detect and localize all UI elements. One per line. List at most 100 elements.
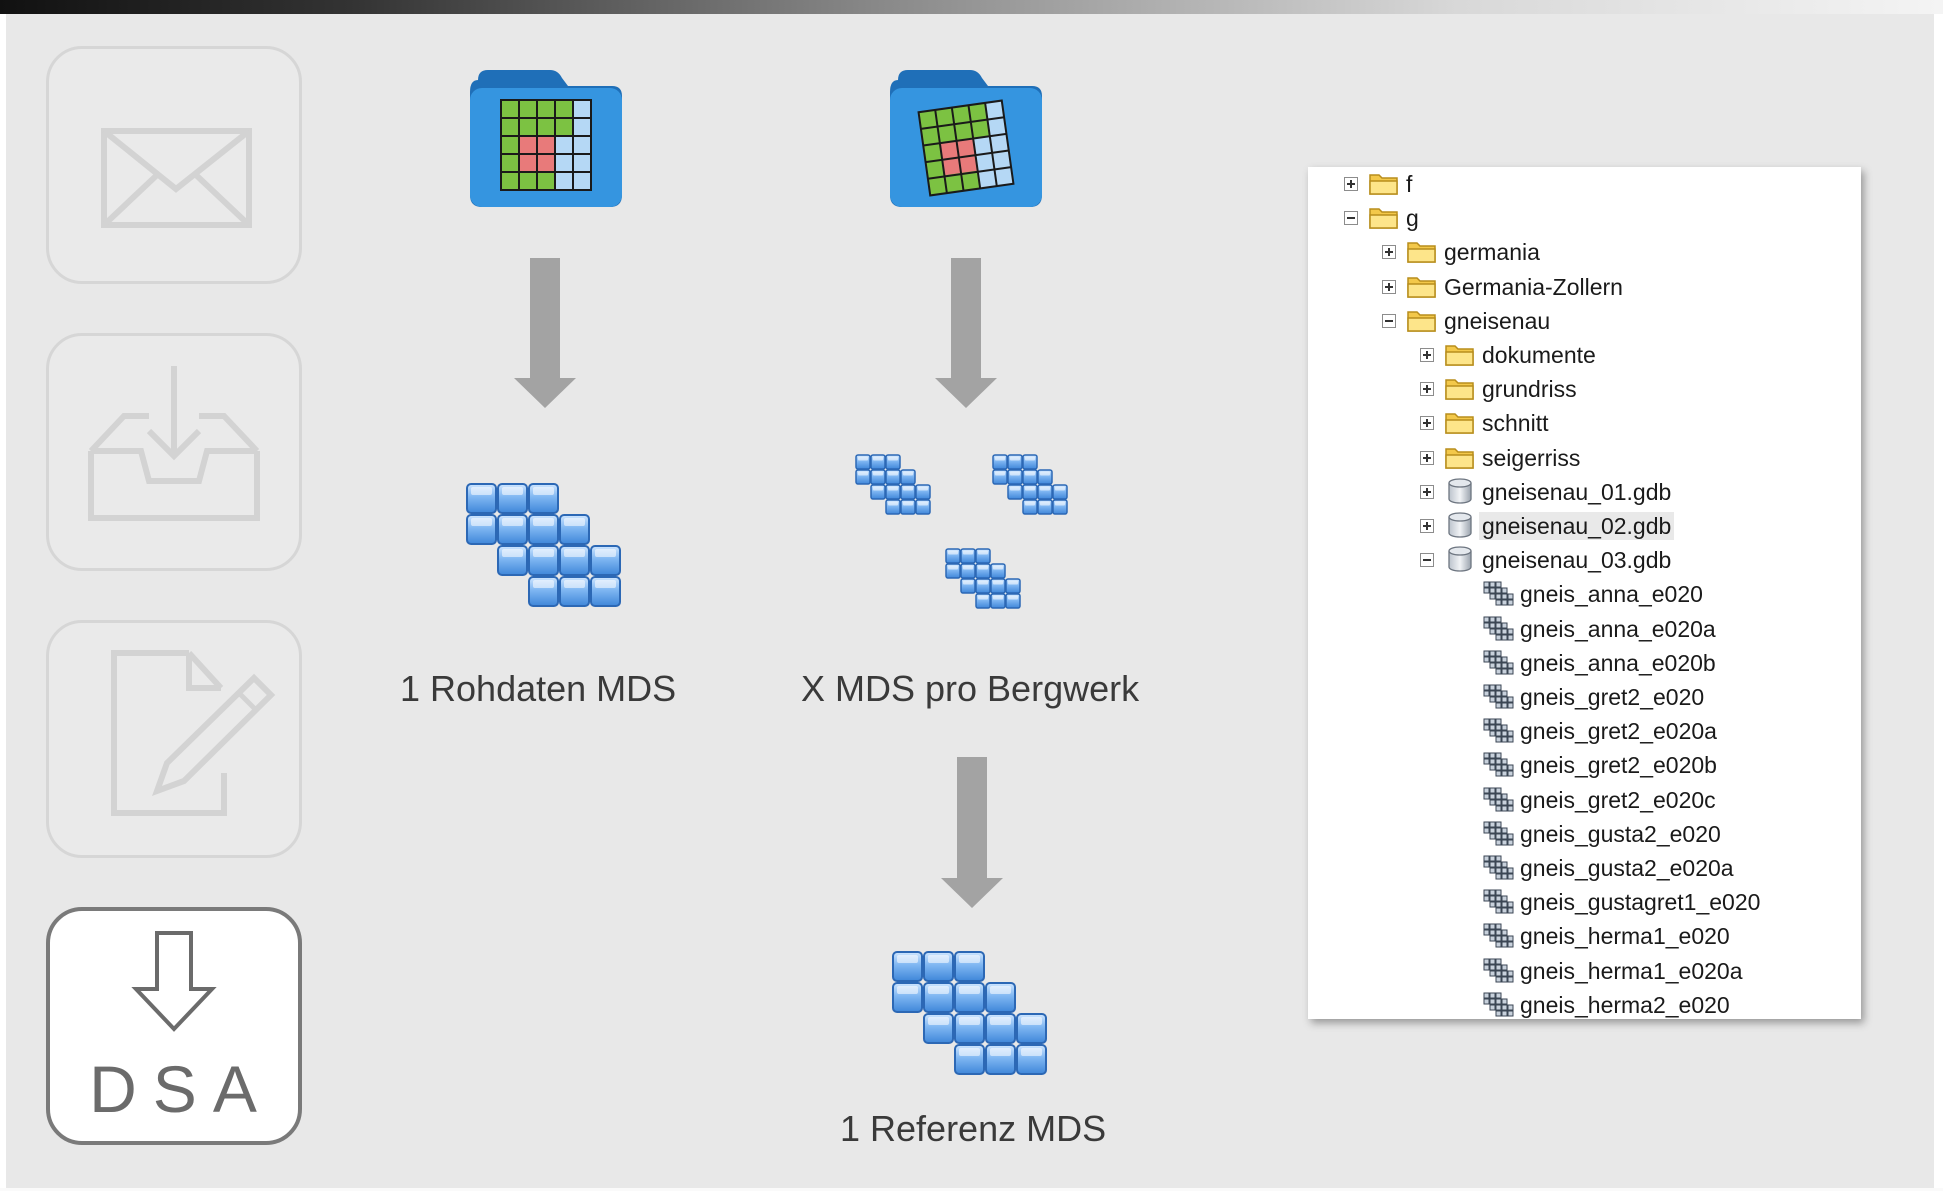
flow-arrows [514,258,1003,908]
tree-item-label[interactable]: gneis_herma2_e020 [1520,991,1730,1018]
tree-row[interactable]: Germania-Zollern [1308,270,1861,304]
tree-row[interactable]: gneisenau_03.gdb [1308,543,1861,577]
tree-item-label[interactable]: germania [1444,239,1540,266]
expand-plus-icon[interactable] [1420,484,1434,499]
edit-document-icon [111,650,276,816]
tree-row[interactable]: grundriss [1308,372,1861,406]
database-icon [1444,546,1476,577]
tree-item-label[interactable]: gneisenau_02.gdb [1479,512,1675,540]
tree-item-label[interactable]: gneis_herma1_e020 [1520,923,1730,950]
mosaic-dataset-icon [1482,649,1516,682]
collapse-minus-icon[interactable] [1344,211,1358,226]
mosaic-dataset-icon [1482,922,1516,955]
tree-row[interactable]: f [1308,167,1861,201]
mosaic-dataset-icon [1482,683,1516,716]
tree-row[interactable]: gneisenau_01.gdb [1308,475,1861,509]
arrow-down-bottom [941,757,1003,908]
tree-row[interactable]: g [1308,201,1861,235]
expand-plus-icon[interactable] [1344,177,1358,191]
tree-item-label[interactable]: gneis_anna_e020 [1520,581,1703,608]
tree-row[interactable]: gneis_gret2_e020a [1308,714,1861,748]
tree-row[interactable]: gneis_gret2_e020c [1308,783,1861,817]
tree-item-label[interactable]: f [1406,171,1413,197]
raw-mds-caption: 1 Rohdaten MDS [400,668,677,709]
tree-item-label[interactable]: gneis_gusta2_e020a [1520,855,1734,881]
expand-plus-icon[interactable] [1420,382,1434,397]
tree-row[interactable]: gneisenau [1308,304,1861,338]
mosaic-dataset-icon [1482,888,1516,921]
tree-row[interactable]: dokumente [1308,338,1861,372]
top-gradient-bar [0,0,1943,14]
tree-item-label[interactable]: seigerriss [1482,444,1581,471]
mine-mds-mosaic-icon-1 [856,455,930,514]
expand-plus-icon[interactable] [1420,450,1434,465]
tree-item-label[interactable]: gneis_anna_e020a [1520,615,1716,642]
tree-item-label[interactable]: gneis_gret2_e020a [1520,718,1717,745]
tree-item-label[interactable]: gneis_anna_e020b [1520,649,1716,676]
mine-mds-caption: X MDS pro Bergwerk [801,668,1140,709]
raw-mds-mosaic-icon [467,484,620,606]
tree-row[interactable]: schnitt [1308,406,1861,440]
tree-row[interactable]: gneis_gustagret1_e020 [1308,885,1861,919]
tree-row[interactable]: gneisenau_02.gdb [1308,509,1861,543]
tree-item-label[interactable]: g [1406,205,1419,232]
mosaic-dataset-icon [1482,615,1516,648]
database-icon [1444,478,1476,509]
mine-mds-mosaic-icon-2 [993,455,1067,514]
tree-row[interactable]: germania [1308,235,1861,269]
mosaic-dataset-icon [1482,854,1516,887]
mine-mds-mosaic-icon-3 [946,549,1020,608]
tree-row[interactable]: gneis_anna_e020b [1308,646,1861,680]
folder-icon [1406,307,1438,338]
mosaic-dataset-icon [1482,717,1516,750]
tree-item-label[interactable]: gneisenau [1444,307,1551,334]
mosaic-dataset-icon [1482,957,1516,990]
tree-item-label[interactable]: dokumente [1482,342,1596,368]
tree-row[interactable]: gneis_anna_e020a [1308,612,1861,646]
mosaic-dataset-icon [1482,580,1516,613]
slide-bottom-edge [0,1188,1943,1191]
database-icon [1444,512,1476,543]
expand-plus-icon[interactable] [1420,416,1434,431]
tree-item-label[interactable]: gneisenau_03.gdb [1482,547,1672,574]
expand-plus-icon[interactable] [1420,519,1434,533]
collapse-minus-icon[interactable] [1420,553,1434,568]
download-arrow-icon [131,931,217,1032]
expand-plus-icon[interactable] [1382,279,1396,294]
tree-item-label[interactable]: Germania-Zollern [1444,273,1623,300]
sidebar-tile-mail[interactable] [46,46,302,284]
tree-item-label[interactable]: gneis_gret2_e020 [1520,684,1705,710]
raw-data-folder-icon [470,70,622,207]
collapse-minus-icon[interactable] [1382,313,1396,328]
mosaic-dataset-icon [1482,991,1516,1019]
tree-row[interactable]: gneis_anna_e020 [1308,577,1861,611]
mail-icon [101,128,252,228]
tree-item-label[interactable]: gneis_herma1_e020a [1520,957,1743,984]
tree-row[interactable]: gneis_gusta2_e020a [1308,851,1861,885]
folder-icon [1444,409,1476,440]
tree-item-label[interactable]: gneisenau_01.gdb [1482,478,1672,505]
sidebar-tile-inbox[interactable] [46,333,302,571]
sidebar-tile-dsa[interactable]: DSA [46,907,302,1145]
tree-row[interactable]: gneis_herma2_e020 [1308,988,1861,1019]
tree-row[interactable]: gneis_gusta2_e020 [1308,817,1861,851]
tree-item-label[interactable]: gneis_gusta2_e020 [1520,820,1721,847]
tree-row[interactable]: gneis_gret2_e020 [1308,680,1861,714]
folder-icon [1406,273,1438,304]
tree-item-label[interactable]: grundriss [1482,376,1577,403]
sidebar-tile-edit[interactable] [46,620,302,858]
expand-plus-icon[interactable] [1382,245,1396,260]
tree-row[interactable]: gneis_herma1_e020a [1308,954,1861,988]
inbox-download-icon [88,366,260,521]
tree-row[interactable]: gneis_gret2_e020b [1308,748,1861,782]
tree-row[interactable]: gneis_herma1_e020 [1308,919,1861,953]
tree-item-label[interactable]: gneis_gustagret1_e020 [1520,889,1761,916]
tree-item-label[interactable]: schnitt [1482,410,1549,437]
reference-mds-mosaic-icon [893,952,1046,1074]
tree-item-label[interactable]: gneis_gret2_e020c [1520,786,1716,813]
tree-row[interactable]: seigerriss [1308,441,1861,475]
tree-item-label[interactable]: gneis_gret2_e020b [1520,752,1717,779]
expand-plus-icon[interactable] [1420,348,1434,362]
